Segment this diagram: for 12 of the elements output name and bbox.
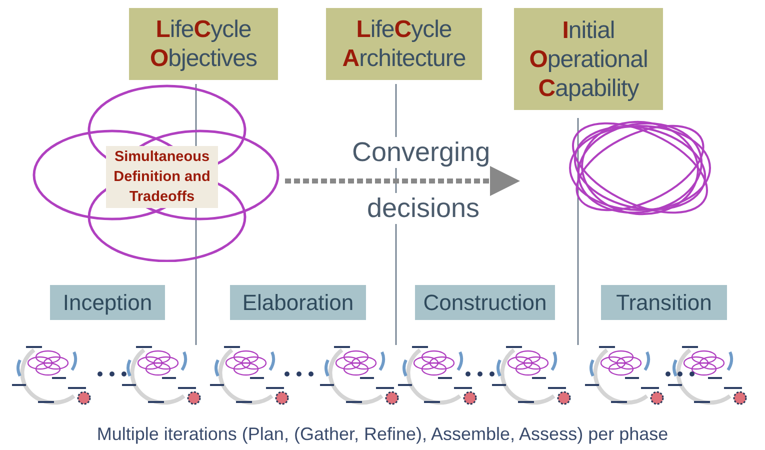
- caption: Multiple iterations (Plan, (Gather, Refine), Assemble, Assess) per phase: [96, 424, 670, 445]
- phase-box: Construction: [415, 285, 555, 320]
- phase-box: Inception: [50, 285, 165, 320]
- phase-box: Elaboration: [230, 285, 366, 320]
- milestone-box: LifeCycle Objectives: [129, 8, 278, 80]
- definition-label: Simultaneous Definition and Tradeoffs: [106, 146, 218, 208]
- phase-box: Transition: [601, 285, 727, 320]
- annotation-text: decisions: [367, 193, 480, 224]
- milestone-box: LifeCycle Architecture: [326, 8, 482, 80]
- annotation-text: Converging: [352, 137, 490, 168]
- milestone-box: Initial Operational Capability: [514, 8, 663, 110]
- arrow: [285, 166, 520, 196]
